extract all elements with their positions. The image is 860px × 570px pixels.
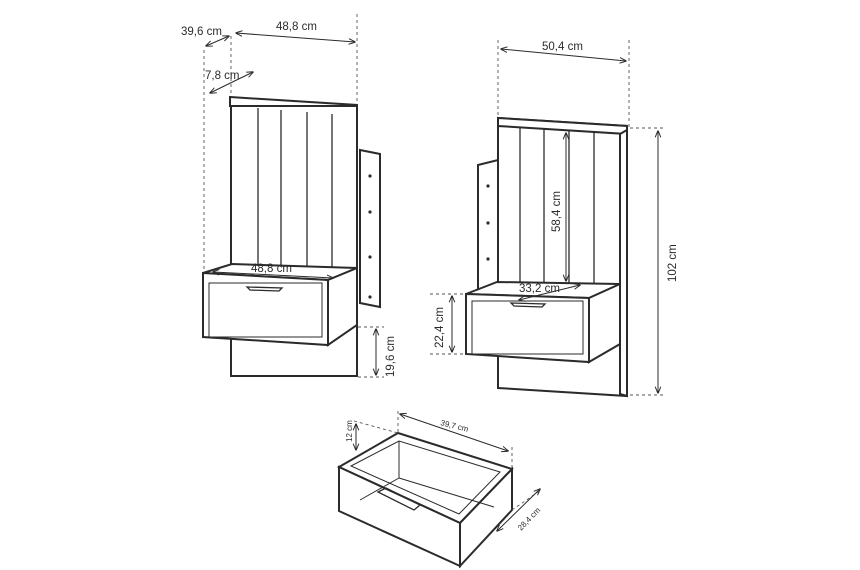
dim-right-drawer-depth-label: 33,2 cm [519,283,560,295]
left-unit: 39,6 cm 48,8 cm 7,8 cm 48,8 cm 19,6 cm [181,14,397,378]
right-rail-hole [486,257,490,261]
right-drawer-handle [509,302,547,308]
dim-right-panel-height-label: 58,4 cm [551,191,563,232]
right-rail-hole [486,221,490,225]
right-unit: 50,4 cm 58,4 cm 102 cm 33,2 cm 22,4 cm [430,40,679,398]
left-rail-hole [368,255,372,259]
dim-right-drawer-height-label: 22,4 cm [434,307,446,348]
drawer-inner-floor-edge [398,477,495,508]
dim-left-drawer-width-line [213,272,333,278]
drawer-ext-line-top [353,420,399,434]
dim-right-total-height-label: 102 cm [667,244,679,282]
left-drawer-handle [245,286,284,292]
dim-drawer-width-line [400,414,508,451]
left-wall-rail [359,148,381,309]
left-rail-hole [368,210,372,214]
drawer-handle [376,487,422,511]
dim-right-drawer-depth-line [519,285,580,300]
dim-left-drawer-width-label: 48,8 cm [251,263,292,275]
dim-left-width-line [236,33,355,42]
left-rail-hole [368,174,372,178]
right-side-board [619,128,628,398]
drawer-inner-floor-edge [359,477,400,501]
right-drawer-side [588,282,621,364]
dim-drawer-height-label: 12 cm [345,420,354,442]
dim-drawer-width-label: 39,7 cm [440,418,470,434]
dim-left-shelf-label: 7,8 cm [205,70,240,82]
left-drawer-inner-frame [208,282,323,338]
right-rail-hole [486,184,490,188]
dim-left-depth-line [206,36,229,46]
drawer-detail: 39,7 cm 12 cm 28,4 cm [336,411,542,569]
dim-left-shelf-line [210,72,253,93]
drawer-inner-rim [349,440,501,515]
dim-left-bottom-height-label: 19,6 cm [385,336,397,377]
left-rail-hole [368,295,372,299]
dim-drawer-depth-label: 28,4 cm [516,505,542,532]
dim-left-depth-label: 39,6 cm [181,26,222,38]
left-drawer-side [327,266,358,347]
right-wall-rail [477,158,499,293]
dim-right-width-label: 50,4 cm [542,41,583,53]
left-drawer-front [202,271,329,347]
dim-left-width-label: 48,8 cm [276,21,317,33]
right-drawer-front [465,292,590,364]
dim-right-width-line [501,49,626,61]
dim-drawer-depth-line [497,489,540,531]
